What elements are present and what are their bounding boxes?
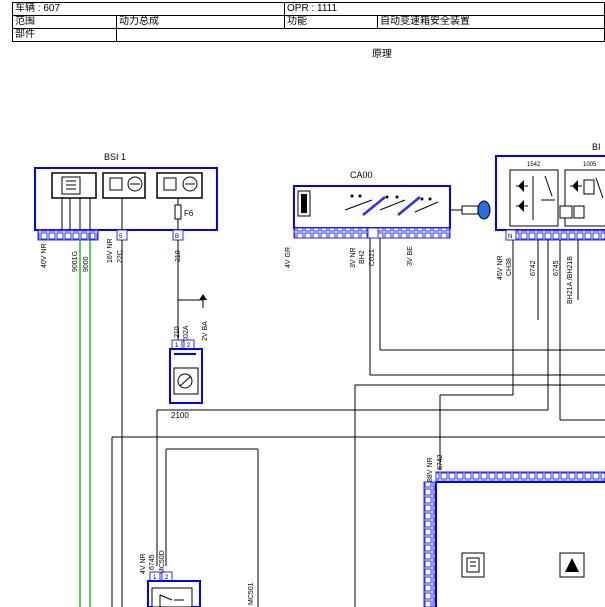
- label-bsi-wire2: 9000: [83, 256, 90, 272]
- component-2100: 210 C02A 2V BA 1 2 2100: [169, 321, 209, 420]
- diagram-subtitle: 原理: [372, 49, 392, 60]
- label-right-ch: CH38: [506, 258, 513, 276]
- pin-2-lower: 2: [165, 575, 169, 581]
- bsi-component: BSI 1 F6 3 5 B: [34, 152, 218, 241]
- label-ca00-3vbe: 3V BE: [407, 246, 414, 266]
- label-ca00-3vnr: 3V NR: [350, 247, 357, 268]
- pin-3: 3: [88, 234, 92, 240]
- label-right-bh21: BH21A /BH21B: [567, 256, 574, 304]
- label-ca00-c021: C021: [369, 249, 376, 266]
- label-bsi-16v: 16V NR: [107, 238, 114, 263]
- right-box-title: BI: [592, 142, 601, 152]
- label-right-6742: 6742: [530, 260, 537, 276]
- bsi-connector-a: [37, 229, 99, 241]
- part-label: 部件: [12, 28, 117, 42]
- label-lower-88v: 88V NR: [427, 457, 434, 482]
- part-value: [116, 28, 605, 42]
- lower-left-component: 4V NR 6745 MC50D 1 2 MC501: [140, 550, 255, 607]
- component-2100-title: 2100: [171, 411, 189, 420]
- relay1-label: 1542: [527, 162, 541, 168]
- key-icon: [477, 200, 491, 220]
- label-lower-mc501: MC501: [248, 582, 255, 605]
- label-2100-c: 2V BA: [202, 321, 209, 341]
- label-lower-mc50: MC50D: [159, 550, 166, 574]
- pin-b: B: [175, 234, 179, 240]
- pin-1: 1: [175, 343, 179, 349]
- bsi-fuse-label: F6: [184, 209, 194, 218]
- label-bsi-wire1: 9001G: [72, 251, 79, 272]
- pin-n: N: [508, 234, 512, 240]
- pin-1-lower: 1: [153, 575, 157, 581]
- right-component: BI 1542 1005 N: [495, 142, 605, 241]
- bsi-title: BSI 1: [104, 152, 126, 162]
- label-bsi-22c: 22C: [117, 250, 124, 263]
- pin-2: 2: [187, 343, 191, 349]
- label-ca00-bh2: BH2: [359, 250, 366, 264]
- label-lower-6745: 6745: [149, 554, 156, 570]
- label-ca00-4v: 4V GR: [285, 247, 292, 268]
- ca00-title: CA00: [350, 170, 373, 180]
- header-table: 车辆 : 607 OPR : 1111 范围 动力总成 功能 自动变速箱安全装置…: [12, 2, 605, 42]
- label-right-6745: 6745: [553, 260, 560, 276]
- pin-5: 5: [119, 234, 123, 240]
- relay2-label: 1005: [583, 162, 597, 168]
- ca00-component: CA00: [293, 170, 491, 239]
- label-bsi-40v: 40V NR: [41, 243, 48, 268]
- label-2100-a: 210: [174, 326, 181, 338]
- label-lower-4v: 4V NR: [140, 553, 147, 574]
- lower-module: 88V NR 6742: [423, 454, 605, 607]
- label-2100-b: C02A: [183, 325, 190, 343]
- label-lower-6742: 6742: [437, 454, 444, 470]
- label-right-45v: 45V NR: [497, 255, 504, 280]
